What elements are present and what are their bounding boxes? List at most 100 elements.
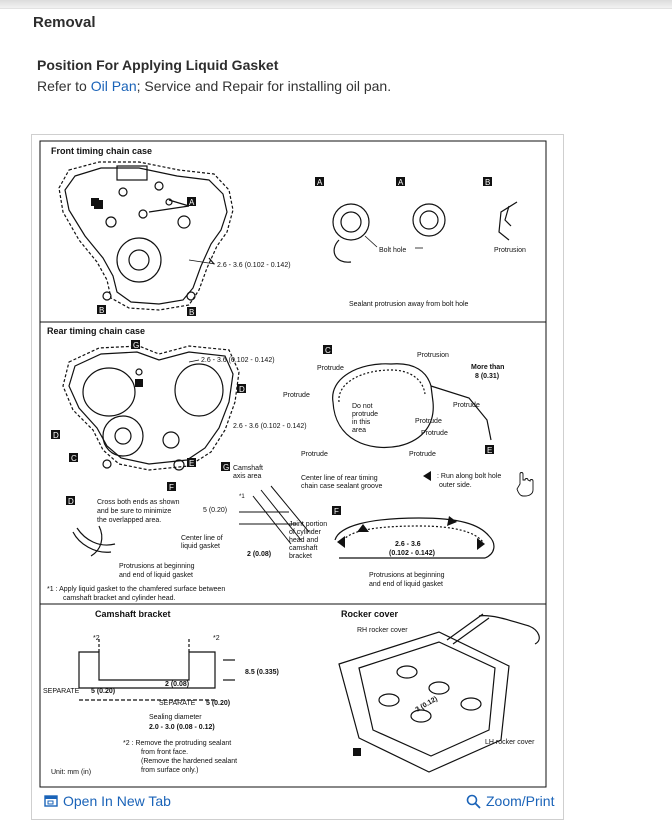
reference-prefix: Refer to	[37, 78, 91, 94]
f-prot-2: and end of liquid gasket	[369, 581, 443, 588]
bolt-hole-label: Bolt hole	[379, 247, 406, 254]
open-tab-icon	[44, 795, 58, 807]
joint-3: head and	[289, 537, 318, 544]
sealing-2: 2.0 - 3.0 (0.08 - 0.12)	[149, 724, 215, 731]
joint-1: Joint portion	[289, 521, 327, 528]
detail-c-protrude-6: Protrude	[301, 451, 328, 458]
detail-f-arrows	[337, 516, 485, 550]
separate-left: SEPARATE	[43, 688, 80, 695]
sealing-1: Sealing diameter	[149, 714, 202, 721]
rear-dimension: 2.6 - 3.6 (0.102 - 0.142)	[201, 357, 275, 364]
callout-e-detail	[485, 445, 494, 454]
separate-left-val: 5 (0.20)	[91, 688, 115, 695]
detail-g-drawing	[239, 485, 310, 545]
center-gasket-1: Center line of	[181, 535, 223, 542]
do-not-2: protrude	[352, 411, 378, 418]
do-not-4: area	[352, 427, 366, 434]
detail-c-protrude-2: Protrude	[283, 392, 310, 399]
zoom-print-label: Zoom/Print	[486, 793, 555, 809]
do-not-1: Do not	[352, 403, 373, 410]
reference-suffix: ; Service and Repair for installing oil …	[136, 78, 392, 94]
dim-5: 5 (0.20)	[203, 507, 227, 514]
rh-rocker-label: RH rocker cover	[357, 627, 408, 634]
separate-bottom: SEPARATE	[159, 700, 196, 707]
svg-text:A: A	[398, 178, 404, 187]
liquid-gasket-diagram[interactable]: Front timing chain case A B B 2.6 - 3.6 …	[39, 140, 547, 788]
svg-text:E: E	[487, 446, 492, 455]
detail-c-protrude-3: Protrude	[453, 402, 480, 409]
detail-c-protrude-1: Protrude	[317, 365, 344, 372]
sealant-note: Sealant protrusion away from bolt hole	[349, 301, 469, 308]
front-case-title: Front timing chain case	[51, 146, 152, 156]
run-along-2: outer side.	[439, 482, 472, 489]
detail-c-drawing	[332, 363, 492, 449]
run-along-arrow-icon	[423, 471, 431, 481]
open-in-new-tab-link[interactable]: Open In New Tab	[44, 793, 171, 809]
front-case-drawing	[58, 161, 234, 311]
remove-4: from surface only.)	[141, 767, 198, 774]
more-than-value: 8 (0.31)	[475, 373, 499, 380]
remove-3: (Remove the hardened sealant	[141, 758, 237, 765]
svg-text:A: A	[317, 178, 323, 187]
prot-begin-2: and end of liquid gasket	[119, 572, 193, 579]
svg-text:E: E	[189, 459, 194, 468]
rocker-drawing	[338, 613, 540, 773]
camshaft-axis-1: Camshaft	[233, 465, 263, 472]
center-gasket-2: liquid gasket	[181, 543, 220, 550]
f-dim-2: (0.102 - 0.142)	[389, 550, 435, 557]
svg-text:C: C	[325, 346, 331, 355]
f-prot-1: Protrusions at beginning	[369, 572, 445, 579]
joint-2: of cylinder	[289, 529, 322, 536]
callout-g-detail	[221, 462, 230, 471]
star-2a: *2	[93, 635, 100, 642]
svg-text:A: A	[189, 198, 195, 207]
cross-1: Cross both ends as shown	[97, 499, 180, 506]
callout-d-detail	[66, 496, 75, 505]
dim-85: 8.5 (0.335)	[245, 669, 279, 676]
more-than-label: More than	[471, 364, 504, 371]
section-title: Removal	[33, 14, 96, 31]
svg-text:F: F	[334, 507, 339, 516]
star-1: *1	[239, 494, 245, 500]
dim-2: 2 (0.08)	[247, 551, 271, 558]
front-detail-labels: A A B	[315, 177, 492, 187]
joint-5: bracket	[289, 553, 312, 560]
svg-text:D: D	[68, 497, 74, 506]
oil-pan-link[interactable]: Oil Pan	[90, 78, 137, 94]
do-not-3: in this	[352, 419, 371, 426]
liquid-gasket-icons	[91, 198, 361, 756]
center-line-rear-1: Center line of rear timing	[301, 475, 378, 482]
detail-c-protrude-5: Protrude	[421, 430, 448, 437]
separate-bottom-val: 5 (0.20)	[206, 700, 230, 707]
svg-text:G: G	[133, 341, 139, 350]
svg-text:G: G	[223, 463, 229, 472]
svg-text:D: D	[53, 431, 59, 440]
cross-2: and be sure to minimize	[97, 508, 171, 515]
detail-d-drawing	[72, 525, 116, 557]
joint-4: camshaft	[289, 545, 317, 552]
magnifier-icon	[466, 794, 481, 809]
front-dimension: 2.6 - 3.6 (0.102 - 0.142)	[217, 262, 291, 269]
camshaft-title: Camshaft bracket	[95, 609, 171, 619]
svg-text:B: B	[189, 308, 194, 317]
remove-2: from front face.	[141, 749, 188, 756]
zoom-print-link[interactable]: Zoom/Print	[466, 793, 554, 809]
cam-dim-2: 2 (0.08)	[165, 681, 189, 688]
top-shadow-bar	[0, 0, 672, 9]
reference-line: Refer to Oil Pan; Service and Repair for…	[37, 78, 391, 94]
cross-3: the overlapped area.	[97, 517, 161, 524]
callout-f-detail	[332, 506, 341, 515]
f-dim-1: 2.6 - 3.6	[395, 541, 421, 548]
bolt-hole-detail	[332, 201, 518, 263]
hand-cursor-icon	[516, 472, 534, 497]
svg-text:C: C	[71, 454, 77, 463]
star-2b: *2	[213, 635, 220, 642]
camshaft-axis-2: axis area	[233, 473, 262, 480]
front-protrusion-label: Protrusion	[494, 247, 526, 254]
svg-text:D: D	[239, 385, 245, 394]
rear-case-drawing	[62, 345, 240, 471]
rear-case-title: Rear timing chain case	[47, 326, 145, 336]
prot-begin-1: Protrusions at beginning	[119, 563, 195, 570]
note-1: *1 : Apply liquid gasket to the chamfere…	[47, 586, 225, 593]
svg-text:B: B	[99, 306, 104, 315]
